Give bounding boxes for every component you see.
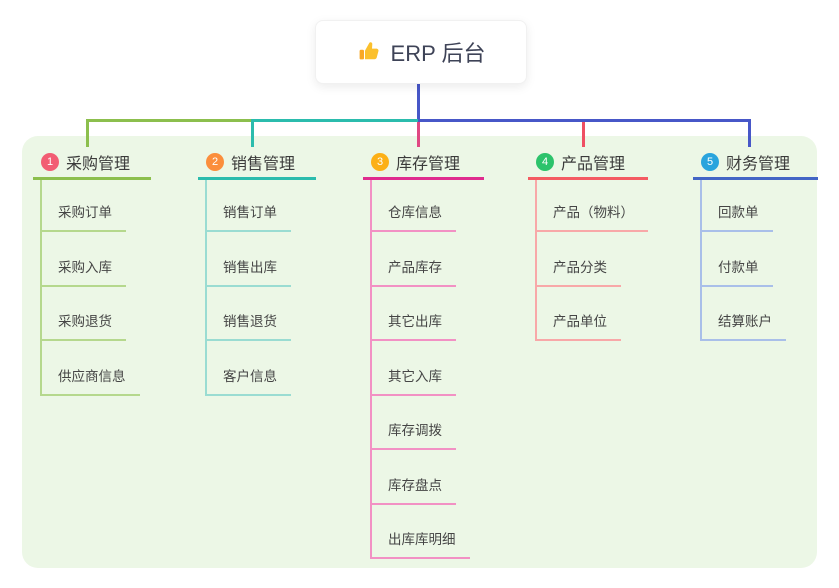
leaf-node[interactable]: 其它出库 xyxy=(370,313,456,341)
leaf-node[interactable]: 出库库明细 xyxy=(370,531,470,559)
branch-badge-inventory: 3 xyxy=(371,153,389,171)
leaf-node[interactable]: 仓库信息 xyxy=(370,204,456,232)
connector-drop-2 xyxy=(251,119,254,147)
mindmap-panel xyxy=(22,136,817,568)
leaf-node[interactable]: 产品库存 xyxy=(370,259,456,287)
branch-node-finance[interactable]: 5 财务管理 xyxy=(693,147,818,180)
thumbs-up-icon xyxy=(357,40,381,64)
connector-root-line xyxy=(417,82,420,119)
leaf-node[interactable]: 其它入库 xyxy=(370,368,456,396)
leaf-node[interactable]: 采购入库 xyxy=(40,259,126,287)
root-node-label: ERP 后台 xyxy=(390,41,486,66)
leaf-node[interactable]: 采购退货 xyxy=(40,313,126,341)
branch-node-purchase[interactable]: 1 采购管理 xyxy=(33,147,151,180)
branch-subtree-line-sales xyxy=(205,180,207,396)
branch-node-label: 销售管理 xyxy=(231,156,296,173)
leaf-node[interactable]: 产品单位 xyxy=(535,313,621,341)
leaf-node[interactable]: 销售订单 xyxy=(205,204,291,232)
branch-node-label: 库存管理 xyxy=(396,156,461,173)
connector-drop-1 xyxy=(86,119,89,147)
branch-badge-finance: 5 xyxy=(701,153,719,171)
leaf-node[interactable]: 库存盘点 xyxy=(370,477,456,505)
leaf-node[interactable]: 销售出库 xyxy=(205,259,291,287)
leaf-node[interactable]: 销售退货 xyxy=(205,313,291,341)
branch-node-sales[interactable]: 2 销售管理 xyxy=(198,147,316,180)
branch-subtree-line-product xyxy=(535,180,537,341)
branch-node-label: 产品管理 xyxy=(561,156,626,173)
connector-bus-3 xyxy=(418,119,751,122)
branch-badge-product: 4 xyxy=(536,153,554,171)
branch-badge-purchase: 1 xyxy=(41,153,59,171)
branch-node-inventory[interactable]: 3 库存管理 xyxy=(363,147,484,180)
branch-node-label: 财务管理 xyxy=(726,156,791,173)
leaf-node[interactable]: 客户信息 xyxy=(205,368,291,396)
leaf-node[interactable]: 付款单 xyxy=(700,259,773,287)
connector-bus-2 xyxy=(251,119,418,122)
branch-subtree-line-purchase xyxy=(40,180,42,396)
branch-badge-sales: 2 xyxy=(206,153,224,171)
connector-drop-3 xyxy=(417,119,420,147)
leaf-node[interactable]: 供应商信息 xyxy=(40,368,140,396)
branch-node-label: 采购管理 xyxy=(66,156,131,173)
leaf-node[interactable]: 产品（物料） xyxy=(535,204,648,232)
leaf-node[interactable]: 产品分类 xyxy=(535,259,621,287)
branch-node-product[interactable]: 4 产品管理 xyxy=(528,147,648,180)
leaf-node[interactable]: 采购订单 xyxy=(40,204,126,232)
leaf-node[interactable]: 回款单 xyxy=(700,204,773,232)
leaf-node[interactable]: 结算账户 xyxy=(700,313,786,341)
connector-drop-5 xyxy=(748,119,751,147)
branch-subtree-line-inventory xyxy=(370,180,372,559)
connector-bus-1 xyxy=(86,119,251,122)
connector-drop-4 xyxy=(582,119,585,147)
root-node[interactable]: ERP 后台 xyxy=(315,20,527,84)
branch-subtree-line-finance xyxy=(700,180,702,341)
leaf-node[interactable]: 库存调拨 xyxy=(370,422,456,450)
